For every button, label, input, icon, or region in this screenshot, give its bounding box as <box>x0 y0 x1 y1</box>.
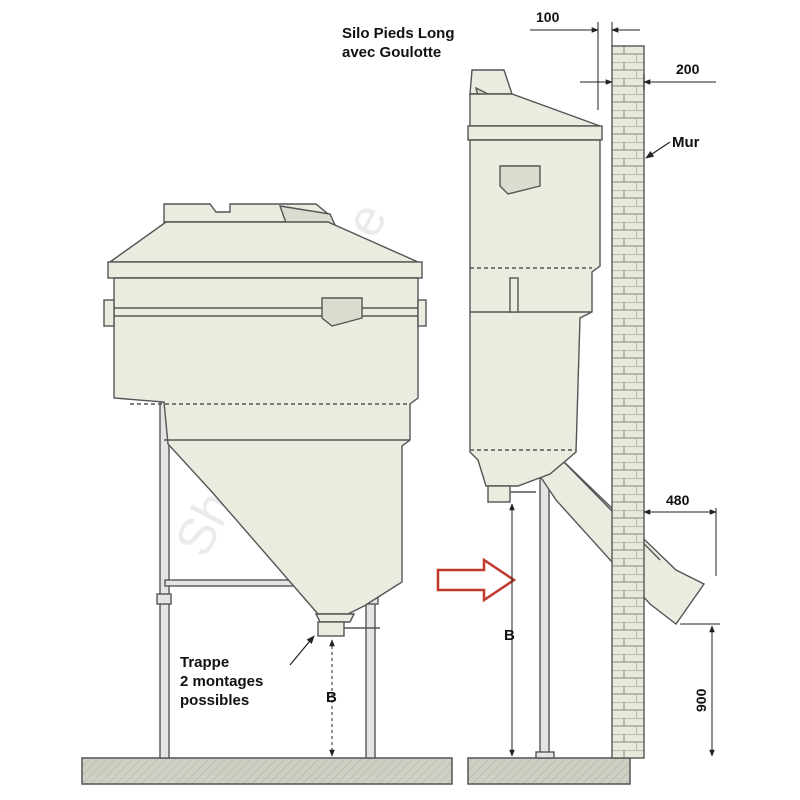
dim-900-label: 900 <box>693 688 709 712</box>
right-silo-body <box>469 139 601 487</box>
dimension-100 <box>530 22 640 110</box>
red-arrow <box>436 557 517 603</box>
dim-100-label: 100 <box>536 9 560 25</box>
dim-200-label: 200 <box>676 61 700 77</box>
right-b-label: B <box>504 627 515 644</box>
wall-label: Mur <box>672 134 700 151</box>
right-silo-trap <box>487 485 511 503</box>
title-line2: avec Goulotte <box>342 44 441 61</box>
trap-leader-line <box>289 635 315 666</box>
trap-label-line3: possibles <box>180 692 249 709</box>
left-b-label: B <box>326 689 337 706</box>
title-line1: Silo Pieds Long <box>342 25 455 42</box>
trap-label-line1: Trappe <box>180 654 229 671</box>
dim-480-label: 480 <box>666 492 690 508</box>
left-silo <box>81 203 453 785</box>
right-silo <box>467 69 706 785</box>
wall-leader-line <box>645 141 671 159</box>
left-silo-body <box>113 277 419 615</box>
dimension-480 <box>643 508 717 576</box>
brick-wall <box>611 45 645 759</box>
dimension-900 <box>680 623 720 757</box>
trap-label-line2: 2 montages <box>180 673 263 690</box>
left-silo-trap <box>317 621 345 637</box>
dimension-200 <box>580 74 716 90</box>
right-silo-roof <box>469 93 601 127</box>
